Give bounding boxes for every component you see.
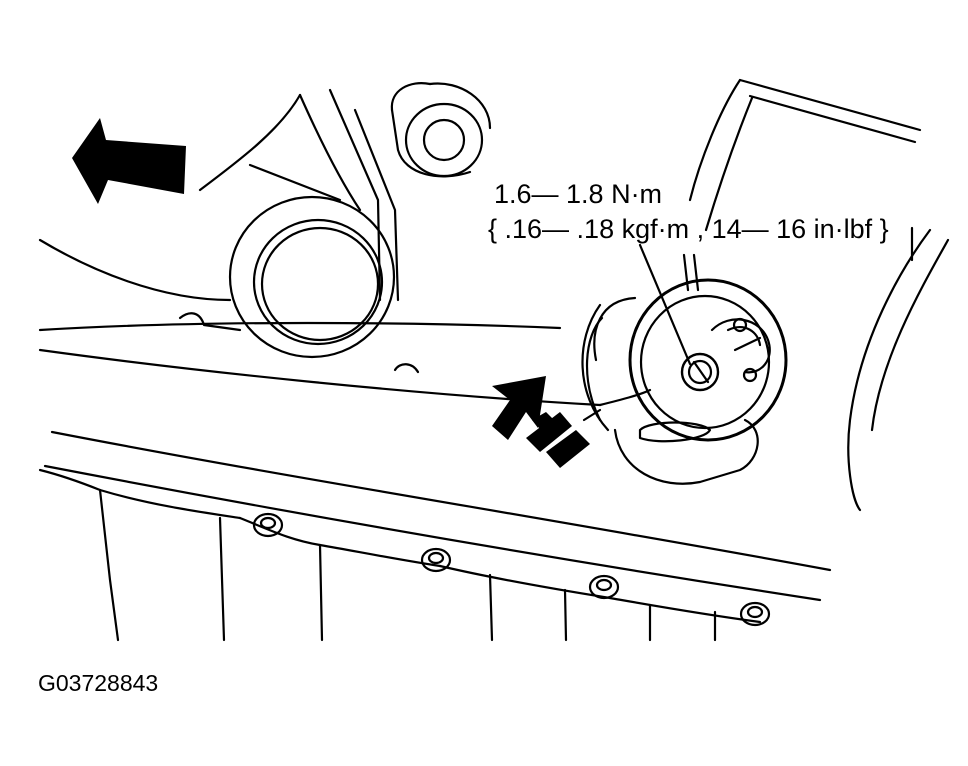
pan-bolt: [420, 547, 452, 573]
oil-pan-flange: [38, 430, 832, 642]
transmission-case-upper: [38, 88, 652, 407]
bushing: [390, 82, 492, 178]
pan-bolts: [252, 512, 771, 627]
figure-id: G03728843: [38, 670, 159, 696]
front-direction-arrow-icon: [72, 118, 186, 204]
transmission-case-right: [688, 78, 950, 512]
sensor-switch-assembly: [581, 243, 788, 485]
torque-spec-alternate-units: { .16— .18 kgf·m , 14— 16 in·lbf }: [488, 214, 889, 244]
torque-spec-nm: 1.6— 1.8 N·m: [494, 179, 663, 209]
pan-bolt: [252, 512, 284, 538]
bore-ring: [178, 195, 420, 374]
pan-bolt: [588, 574, 620, 600]
pan-bolt: [739, 601, 771, 627]
view-direction-arrow-icon: [492, 376, 590, 468]
